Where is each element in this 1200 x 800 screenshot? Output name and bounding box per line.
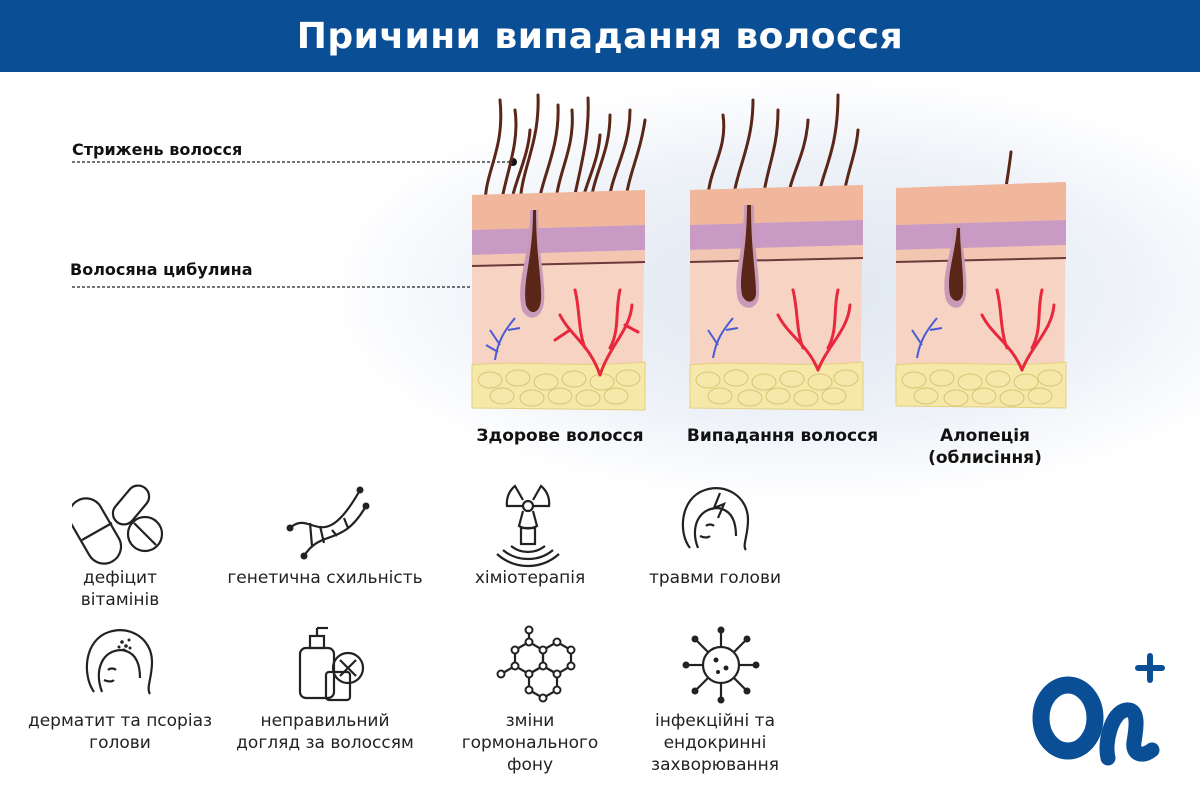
radiation-icon — [496, 484, 560, 567]
virus-icon — [682, 626, 760, 704]
skin-section-healthy — [471, 93, 647, 411]
cosmetics-icon — [298, 626, 365, 702]
stage-label-hair-loss: Випадання волосся — [686, 426, 879, 446]
stage-label-alopecia-line2: (облисіння) — [928, 448, 1042, 468]
brand-logo — [1032, 653, 1165, 766]
callout-hair-bulb: Волосяна цибулина — [70, 260, 253, 279]
cause-label-head-trauma: травми голови — [648, 568, 782, 588]
stage-label-healthy: Здорове волосся — [476, 426, 644, 446]
callout-hair-shaft: Стрижень волосся — [72, 140, 243, 159]
pills-icon — [72, 484, 164, 565]
stage-label-alopecia: Алопеція (облисіння) — [885, 425, 1085, 469]
page-title: Причини випадання волосся — [296, 15, 904, 57]
dna-icon — [286, 486, 370, 560]
skin-section-alopecia — [895, 150, 1067, 409]
scalp-dermatitis-icon — [85, 629, 154, 695]
title-bar: Причини випадання волосся — [0, 0, 1200, 72]
stage-label-alopecia-line1: Алопеція — [940, 426, 1030, 446]
cause-label-genetics: генетична схильність — [227, 568, 423, 588]
molecule-icon — [496, 625, 576, 703]
skin-section-hair-loss — [689, 93, 864, 411]
cause-label-chemotherapy: хіміотерапія — [474, 568, 586, 588]
head-trauma-icon — [681, 487, 750, 551]
